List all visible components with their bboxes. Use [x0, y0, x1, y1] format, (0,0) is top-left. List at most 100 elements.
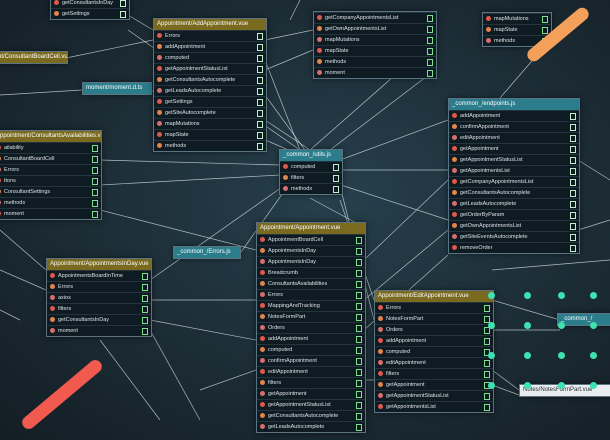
node-item[interactable]: confirmAppointment [449, 121, 579, 132]
node-item[interactable]: getAppointmentsList [449, 165, 579, 176]
node-item[interactable]: Orders [257, 322, 365, 333]
node-item[interactable]: getConsultantsAutocomplete [154, 74, 266, 85]
node-item[interactable]: editAppointment [449, 132, 579, 143]
node-item[interactable]: getCompanyAppointmentsList [314, 12, 436, 23]
mint-dot [524, 352, 531, 359]
node-item[interactable]: getConsultantsInDay [51, 0, 129, 8]
node-item-label: mapState [165, 132, 189, 138]
node-item[interactable]: mapMutations [483, 13, 551, 24]
node-item[interactable]: filters [375, 368, 493, 379]
node-item[interactable]: NotesFormPart [375, 313, 493, 324]
node-item[interactable]: addAppointment [375, 335, 493, 346]
node-item[interactable]: getOwnAppointmentsList [314, 23, 436, 34]
node-item[interactable]: methods [280, 183, 342, 194]
node-item[interactable]: addAppointment [257, 333, 365, 344]
node-item[interactable]: Errors [154, 30, 266, 41]
node-item[interactable]: filters [47, 303, 151, 314]
node-item[interactable]: getLeadsAutocomplete [257, 421, 365, 432]
node-item[interactable]: editAppointment [375, 357, 493, 368]
method-icon [157, 143, 162, 148]
node-item-label: getOwnAppointmentsList [460, 223, 522, 229]
node-item[interactable]: getSettings [154, 96, 266, 107]
node-item[interactable]: computed [154, 52, 266, 63]
node-item[interactable]: AppointmentBoardCell [257, 234, 365, 245]
node-item[interactable]: filters [280, 172, 342, 183]
node-item[interactable]: methods [0, 197, 101, 208]
node-item[interactable]: AppointmentsBoardInTime [47, 270, 151, 281]
node-item[interactable]: getOwnAppointmentsList [449, 220, 579, 231]
node-item[interactable]: getLeadsAutocomplete [449, 198, 579, 209]
node-item[interactable]: addAppointment [154, 41, 266, 52]
node-item[interactable]: getAppointment [257, 388, 365, 399]
node-item[interactable]: getOrderByParam [449, 209, 579, 220]
node-item[interactable]: moment [47, 325, 151, 336]
node-item[interactable]: AppointmentsInDay [257, 245, 365, 256]
node-item[interactable]: ttons [0, 175, 101, 186]
node-item[interactable]: Orders [375, 324, 493, 335]
node-item[interactable]: MappingAndTracking [257, 300, 365, 311]
node-item[interactable]: getAppointment [375, 379, 493, 390]
node-item-label: getAppointmentStatusList [268, 402, 331, 408]
port-icon [92, 189, 98, 196]
node-item[interactable]: NotesFormPart [257, 311, 365, 322]
node-item[interactable]: mapState [314, 45, 436, 56]
node-consultant-board-cell[interactable]: nt/ConsultantBoardCell.vue [0, 51, 68, 64]
node-item[interactable]: editAppointment [257, 366, 365, 377]
node-item[interactable]: getAppointmentStatusList [375, 390, 493, 401]
node-item[interactable]: confirmAppointment [257, 355, 365, 366]
node-moment[interactable]: moment/moment.d.ts [82, 82, 152, 95]
node-item[interactable]: Errors [257, 289, 365, 300]
node-item[interactable]: methods [154, 140, 266, 151]
node-item[interactable]: getAppointmentStatusList [257, 399, 365, 410]
node-item[interactable]: getConsultantsAutocomplete [257, 410, 365, 421]
node-item[interactable]: AppointmentsInDay [257, 256, 365, 267]
node-item[interactable]: ConsultantBoardCell [0, 153, 101, 164]
node-item[interactable]: moment [0, 208, 101, 219]
node-item[interactable]: getSiteEventsAutocomplete [449, 231, 579, 242]
node-item[interactable]: Errors [0, 164, 101, 175]
node-item[interactable]: Breadcrumb [257, 267, 365, 278]
node-item[interactable]: computed [280, 161, 342, 172]
node-item[interactable]: getLeadsAutocomplete [154, 85, 266, 96]
node-common-right[interactable]: _common_/ [557, 313, 610, 326]
node-item[interactable]: getAppointmentStatusList [449, 154, 579, 165]
node-item[interactable]: methods [314, 56, 436, 67]
node-item[interactable]: moment [314, 67, 436, 78]
node-item[interactable]: computed [375, 346, 493, 357]
node-consultants-availabilities[interactable]: Appointment/ConsultantsAvailabilities.vu… [0, 130, 102, 220]
node-item[interactable]: axios [47, 292, 151, 303]
node-item[interactable]: getCompanyAppointmentsList [449, 176, 579, 187]
node-item[interactable]: mapState [154, 129, 266, 140]
port-icon [356, 391, 362, 398]
node-item[interactable]: getSettings [51, 8, 129, 19]
node-item[interactable]: mapMutations [154, 118, 266, 129]
node-item[interactable]: getSiteAutocomplete [154, 107, 266, 118]
node-item[interactable]: Errors [47, 281, 151, 292]
link-line [149, 184, 286, 281]
node-item[interactable]: addAppointment [449, 110, 579, 121]
node-item-label: methods [4, 200, 26, 206]
node-item[interactable]: getConsultantsAutocomplete [449, 187, 579, 198]
node-item[interactable]: computed [257, 344, 365, 355]
node-item[interactable]: getAppointmentsList [375, 401, 493, 412]
node-item[interactable]: Errors [375, 302, 493, 313]
node-item[interactable]: ailability [0, 142, 101, 153]
node-item[interactable]: mapState [483, 24, 551, 35]
node-item[interactable]: ConsultantSettings [0, 186, 101, 197]
node-item[interactable]: mapMutations [314, 34, 436, 45]
node-item[interactable]: filters [257, 377, 365, 388]
node-item[interactable]: ConsultantsAvailabilities [257, 278, 365, 289]
node-item[interactable]: getAppointmentStatusList [154, 63, 266, 74]
node-item[interactable]: getAppointment [449, 143, 579, 154]
node-item[interactable]: getConsultantsInDay [47, 314, 151, 325]
node-item[interactable]: removeOrder [449, 242, 579, 253]
node-errors[interactable]: _common_/Errors.js [173, 246, 241, 259]
